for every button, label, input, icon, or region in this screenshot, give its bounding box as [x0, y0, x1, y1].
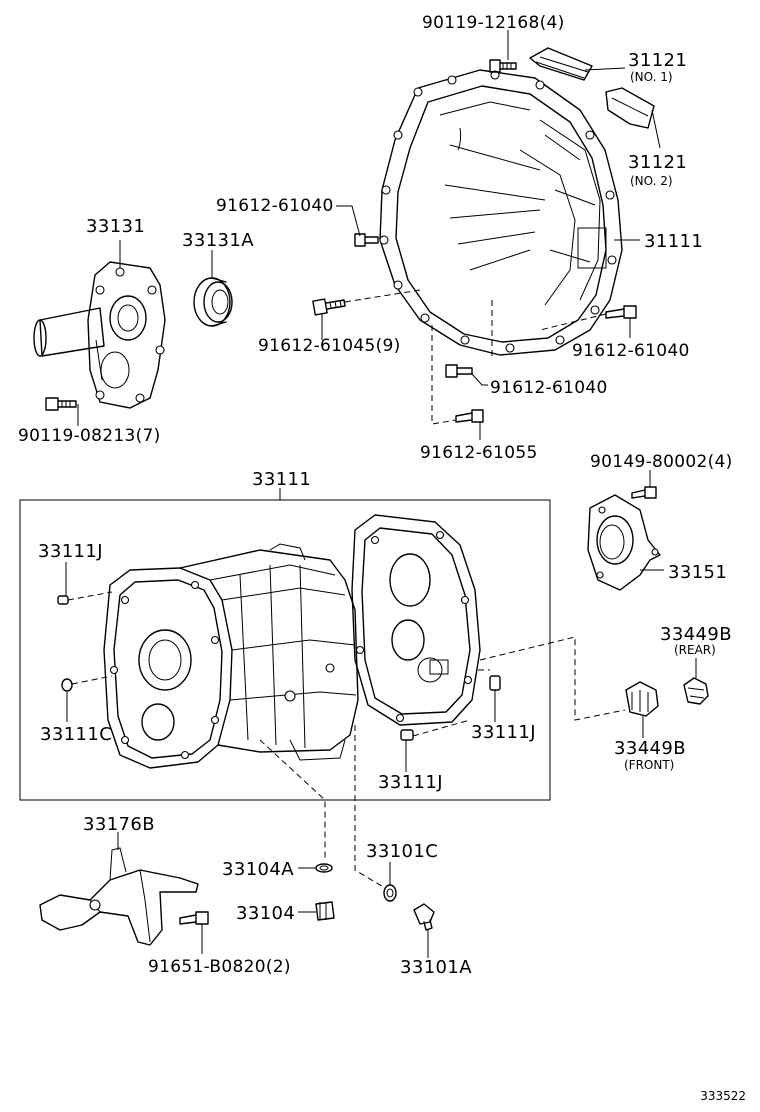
clutch-housing-drawing — [379, 69, 623, 356]
part-label-91612-61040-b: 91612-61040 — [572, 341, 690, 361]
bolt-icon — [455, 409, 484, 423]
part-label-33449b-front: 33449B — [614, 738, 686, 759]
part-label-33111j-b: 33111J — [471, 722, 536, 743]
bearing-retainer-drawing — [587, 494, 661, 591]
gasket-ring-icon — [383, 884, 397, 902]
oil-seal-drawing — [193, 277, 233, 327]
bolt-icon — [312, 298, 346, 316]
bolt-icon — [605, 305, 637, 319]
plug-icon — [315, 901, 335, 921]
cover-no1-drawing — [529, 47, 593, 81]
part-label-33104a: 33104A — [222, 859, 294, 880]
part-sublabel-front: (FRONT) — [624, 758, 674, 772]
cover-no2-drawing — [605, 87, 655, 129]
part-label-33111: 33111 — [252, 469, 311, 490]
intermediate-plate-drawing — [351, 514, 481, 726]
bolt-icon — [179, 911, 209, 925]
part-label-90119-12168: 90119-12168(4) — [422, 13, 565, 33]
extension-housing-drawing — [33, 261, 166, 409]
part-sublabel-rear: (REAR) — [674, 643, 716, 657]
part-label-33111j-a: 33111J — [38, 541, 103, 562]
shift-lever-bracket-drawing — [39, 847, 199, 946]
part-label-33101c: 33101C — [366, 841, 438, 862]
part-label-33111j-c: 33111J — [378, 772, 443, 793]
bolt-icon — [45, 397, 77, 411]
part-label-33449b-rear: 33449B — [660, 624, 732, 645]
bolt-icon — [489, 59, 517, 73]
dowel-pin-icon — [61, 678, 73, 692]
gasket-ring-icon — [315, 863, 333, 873]
part-label-33101a: 33101A — [400, 957, 472, 978]
part-label-91612-61045: 91612-61045(9) — [258, 336, 401, 356]
speedometer-gear-front-drawing — [625, 681, 659, 717]
part-label-33111c: 33111C — [40, 724, 112, 745]
part-label-91612-61040-a: 91612-61040 — [216, 196, 334, 216]
part-label-31121-no1: 31121 — [628, 50, 687, 71]
part-sublabel-no2: (NO. 2) — [630, 174, 673, 188]
part-label-90119-08213: 90119-08213(7) — [18, 426, 161, 446]
case-assembly-frame — [19, 499, 551, 801]
part-label-33151: 33151 — [668, 562, 727, 583]
dowel-pin-icon — [400, 729, 414, 741]
part-label-33131a: 33131A — [182, 230, 254, 251]
part-label-33176b: 33176B — [83, 814, 155, 835]
transmission-case-drawing — [103, 543, 359, 769]
part-label-31111: 31111 — [644, 231, 703, 252]
diagram-reference-number: 333522 — [700, 1089, 746, 1103]
switch-icon — [413, 903, 435, 931]
speedometer-gear-rear-drawing — [683, 677, 709, 705]
dowel-pin-icon — [489, 675, 501, 691]
bolt-icon — [354, 233, 379, 247]
part-label-91651-b0820: 91651-B0820(2) — [148, 957, 291, 977]
part-label-31121-no2: 31121 — [628, 152, 687, 173]
part-label-33104: 33104 — [236, 903, 295, 924]
dowel-pin-icon — [57, 595, 69, 605]
part-label-91612-61040-c: 91612-61040 — [490, 378, 608, 398]
bolt-icon — [631, 486, 657, 499]
part-label-91612-61055: 91612-61055 — [420, 443, 538, 463]
part-label-33131: 33131 — [86, 216, 145, 237]
bolt-icon — [445, 364, 473, 378]
part-sublabel-no1: (NO. 1) — [630, 70, 673, 84]
part-label-90149-80002: 90149-80002(4) — [590, 452, 733, 472]
